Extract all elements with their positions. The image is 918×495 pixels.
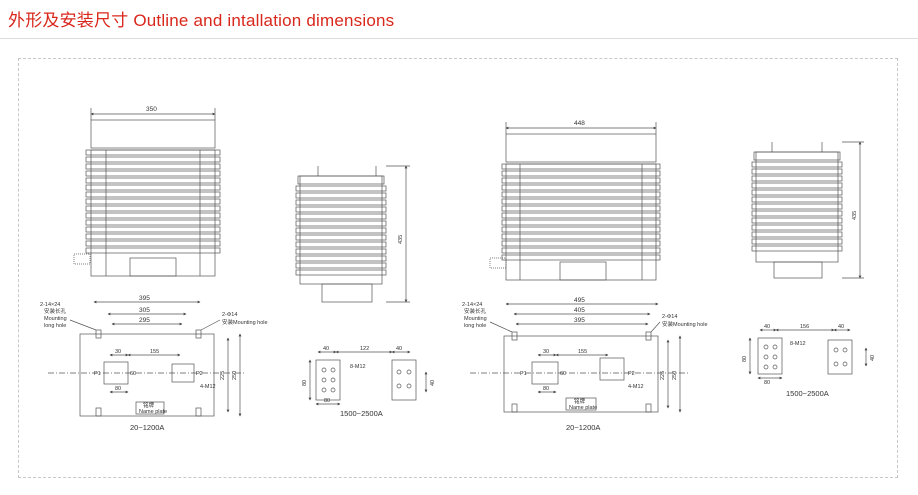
view-a-holes-label: 2-14×24 (40, 302, 60, 308)
view-b-d40v: 40 (430, 380, 436, 386)
view-b-height: 435 (398, 235, 404, 244)
view-d-d40b: 40 (838, 324, 844, 330)
view-c-holes-label-en1: Mounting (464, 316, 487, 322)
view-c-dim-250: 250 (672, 371, 678, 380)
view-a-holes-label-en2: long hole (44, 323, 66, 329)
view-a-bolt: 4-M12 (200, 384, 216, 390)
view-a-width-top: 350 (146, 106, 157, 113)
view-c-dim-30: 30 (543, 349, 549, 355)
view-d-terminals (748, 328, 868, 380)
view-c-p2: P2 (628, 371, 635, 377)
view-a-dim-155: 155 (150, 349, 159, 355)
view-c-base-w2: 405 (574, 307, 585, 314)
view-b-d80v: 80 (302, 380, 308, 386)
view-c-range: 20~1200A (566, 423, 600, 432)
title-divider (0, 38, 918, 39)
page-title: 外形及安装尺寸 Outline and intallation dimensio… (8, 11, 395, 30)
view-a-nameplate-cn: 铭牌 (143, 401, 155, 409)
view-a-dim-80: 80 (115, 386, 121, 392)
view-a-front (73, 108, 221, 277)
view-a-base-w1: 395 (139, 295, 150, 302)
view-b-d80h: 80 (324, 398, 330, 404)
view-c-front (489, 122, 661, 281)
view-c-dim-225: 225 (660, 371, 666, 380)
view-a-dim-60: 60 (130, 371, 136, 377)
view-c-dim-155: 155 (578, 349, 587, 355)
view-c-bolt: 4-M12 (628, 384, 644, 390)
view-a-range: 20~1200A (130, 423, 164, 432)
view-c-p1: P1 (520, 371, 527, 377)
view-d-range: 1500~2500A (786, 389, 829, 398)
view-a-base (48, 300, 246, 417)
view-c-base-w3: 395 (574, 317, 585, 324)
view-a-p2: P2 (196, 371, 203, 377)
view-c-nameplate-en: Name plate (569, 405, 597, 411)
view-a-holes-label-cn: 安装长孔 (44, 307, 67, 315)
view-d-d80v: 80 (742, 356, 748, 362)
view-c-hole-right2: 安装Mounting hole (662, 320, 708, 328)
view-b-d40a: 40 (323, 346, 329, 352)
view-c-dim-80: 80 (543, 386, 549, 392)
view-a-dim-30: 30 (115, 349, 121, 355)
view-b-d122: 122 (360, 346, 369, 352)
view-c-dim-60: 60 (560, 371, 566, 377)
view-a-hole-right2: 安装Mounting hole (222, 318, 268, 326)
view-c-hole-right: 2-Φ14 (662, 314, 677, 320)
labels: 350 395 305 295 2-14×24 安装长孔 Mounting lo… (40, 106, 876, 432)
view-c-holes-label-en2: long hole (464, 323, 486, 329)
view-b-side (295, 165, 410, 303)
view-a-hole-right: 2-Φ14 (222, 312, 237, 318)
view-b-range: 1500~2500A (340, 409, 383, 418)
view-d-d156: 156 (800, 324, 809, 330)
view-a-holes-label-en1: Mounting (44, 316, 67, 322)
view-d-d40v: 40 (870, 355, 876, 361)
view-c-holes-label: 2-14×24 (462, 302, 482, 308)
drawing-frame (18, 58, 898, 478)
view-b-terminals (308, 350, 428, 406)
view-d-side (751, 141, 864, 279)
view-a-nameplate-en: Name plate (139, 409, 167, 415)
view-c-base (470, 302, 688, 413)
view-d-d40a: 40 (764, 324, 770, 330)
view-d-height: 435 (852, 211, 858, 220)
view-a-base-w3: 295 (139, 317, 150, 324)
view-d-bolt: 8-M12 (790, 341, 806, 347)
view-a-base-w2: 305 (139, 307, 150, 314)
view-c-width-top: 448 (574, 120, 585, 127)
view-a-dim-250: 250 (232, 371, 238, 380)
view-c-nameplate-cn: 铭牌 (574, 397, 586, 405)
view-c-base-w1: 495 (574, 297, 585, 304)
view-b-d40b: 40 (396, 346, 402, 352)
view-d-d80h: 80 (764, 380, 770, 386)
view-c-holes-label-cn: 安装长孔 (464, 307, 487, 315)
view-a-p1: P1 (94, 371, 101, 377)
view-a-dim-225: 225 (220, 371, 226, 380)
view-b-bolt: 8-M12 (350, 364, 366, 370)
